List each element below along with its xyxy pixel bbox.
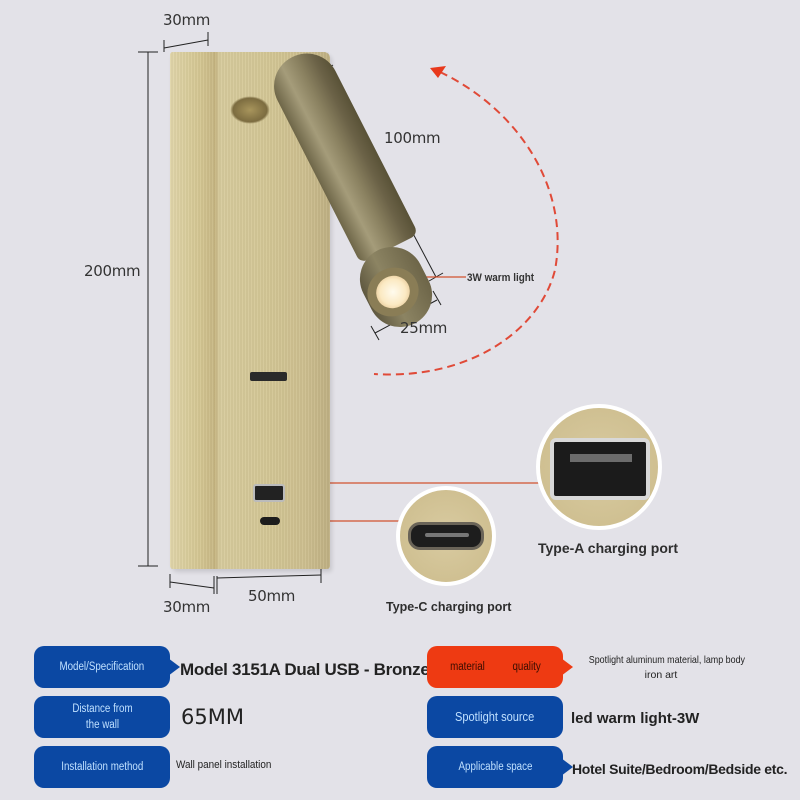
dimension-spotlight-diameter: 25mm — [400, 319, 448, 337]
dimension-bottom-width: 50mm — [248, 587, 296, 605]
spec-label-spotlight-source: Spotlight source — [427, 696, 563, 738]
spec-table: Model/Specification Model 3151A Dual USB… — [0, 640, 800, 800]
rocker-switch — [250, 372, 287, 381]
callout-type-c: Type-C charging port — [386, 600, 512, 614]
usb-c-port — [260, 517, 280, 525]
spotlight-pivot — [230, 96, 270, 124]
product-illustration: 30mm 200mm 100mm 25mm 30mm 50mm 3W warm … — [0, 0, 800, 630]
type-a-port-closeup — [536, 404, 662, 530]
dimension-height: 200mm — [84, 262, 141, 280]
spec-value-installation: Wall panel installation — [176, 759, 272, 771]
dimension-spotlight-length: 100mm — [384, 129, 441, 147]
spec-label-material: material quality — [427, 646, 573, 688]
callout-type-a: Type-A charging port — [538, 540, 678, 556]
spec-value-spotlight-source: led warm light-3W — [571, 710, 700, 727]
type-c-port-closeup — [396, 486, 496, 586]
dimension-top-width: 30mm — [163, 11, 211, 29]
spec-label-applicable-space: Applicable space — [427, 746, 573, 788]
spec-label-distance: Distance from the wall — [34, 696, 170, 738]
spec-value-applicable-space: Hotel Suite/Bedroom/Bedside etc. — [572, 761, 788, 777]
spec-label-model: Model/Specification — [34, 646, 180, 688]
spec-value-material: Spotlight aluminum material, lamp body i… — [588, 654, 746, 681]
spec-value-model: Model 3151A Dual USB - Bronze — [180, 660, 430, 679]
callout-warm-light: 3W warm light — [467, 272, 535, 284]
spec-value-distance: 65MM — [181, 705, 244, 729]
dimension-bottom-depth: 30mm — [163, 598, 211, 616]
usb-a-port — [253, 484, 285, 502]
spec-label-installation: Installation method — [34, 746, 170, 788]
